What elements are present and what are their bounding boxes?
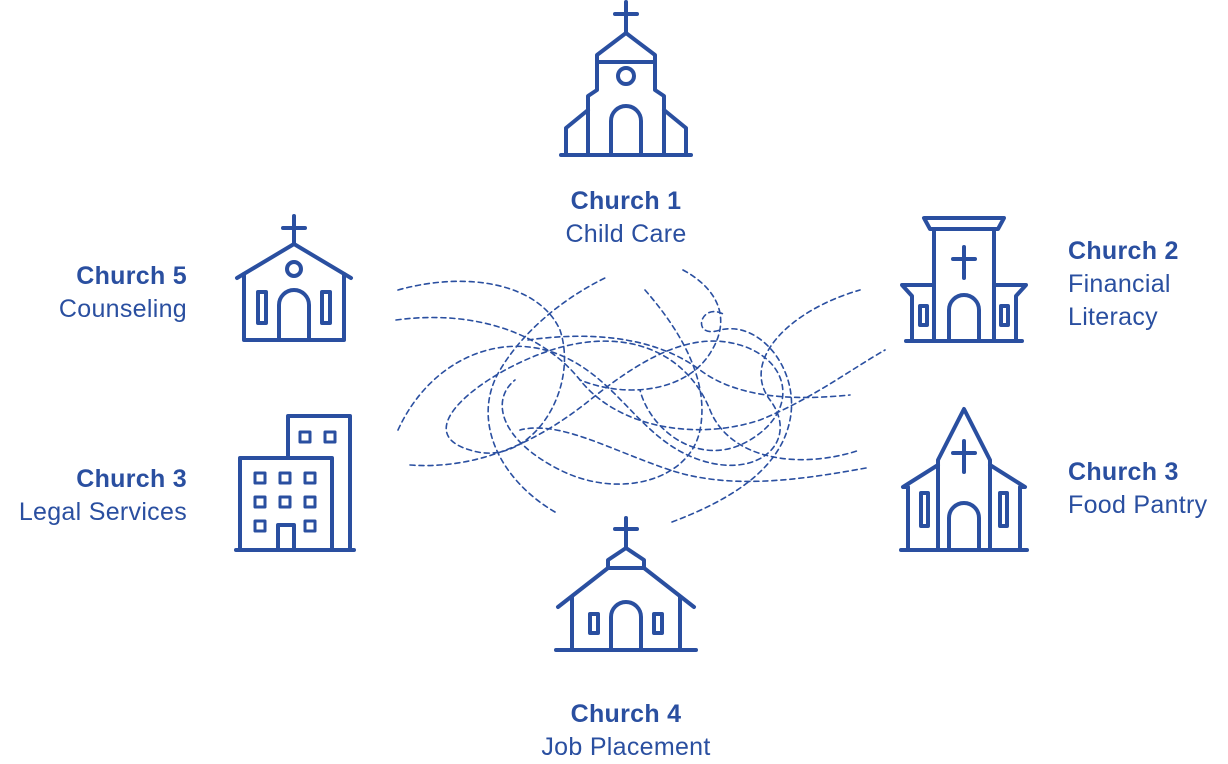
node-service: Financial [1068,270,1171,298]
node-label-church-5: Church 5 Counseling [0,260,187,326]
small-church-icon [235,214,353,342]
connection-line [397,280,861,461]
connection-line [487,277,606,513]
node-name: Church 1 [570,187,682,215]
node-service: Literacy [1068,303,1158,331]
node-service: Food Pantry [1068,491,1208,519]
connection-line [409,340,784,467]
church-steeple-icon [559,0,693,157]
node-label-church-3-left: Church 3 Legal Services [0,463,187,529]
node-name: Church 3 [1068,458,1179,486]
connection-line [519,427,867,483]
church-gable-icon [899,407,1029,552]
connection-line [395,316,886,431]
node-service: Child Care [565,220,687,248]
dashed-connections [395,269,886,523]
node-label-church-3-right: Church 3 Food Pantry [1068,456,1228,522]
connection-line [501,289,703,485]
node-label-church-4: Church 4 Job Placement [506,698,746,764]
office-building-icon [234,414,356,552]
node-label-church-1: Church 1 Child Care [506,185,746,251]
node-label-church-2: Church 2 Financial Literacy [1068,235,1228,334]
church-tower-icon [900,216,1028,343]
node-name: Church 5 [76,262,187,290]
node-name: Church 2 [1068,237,1179,265]
connection-line [527,335,851,399]
node-service: Job Placement [541,733,711,761]
connection-line [397,289,861,466]
connection-line [671,310,793,523]
connection-line [579,269,722,391]
node-service: Counseling [58,295,187,323]
node-service: Legal Services [18,498,187,526]
node-name: Church 4 [570,700,682,728]
node-name: Church 3 [76,465,187,493]
chapel-icon [554,516,698,652]
